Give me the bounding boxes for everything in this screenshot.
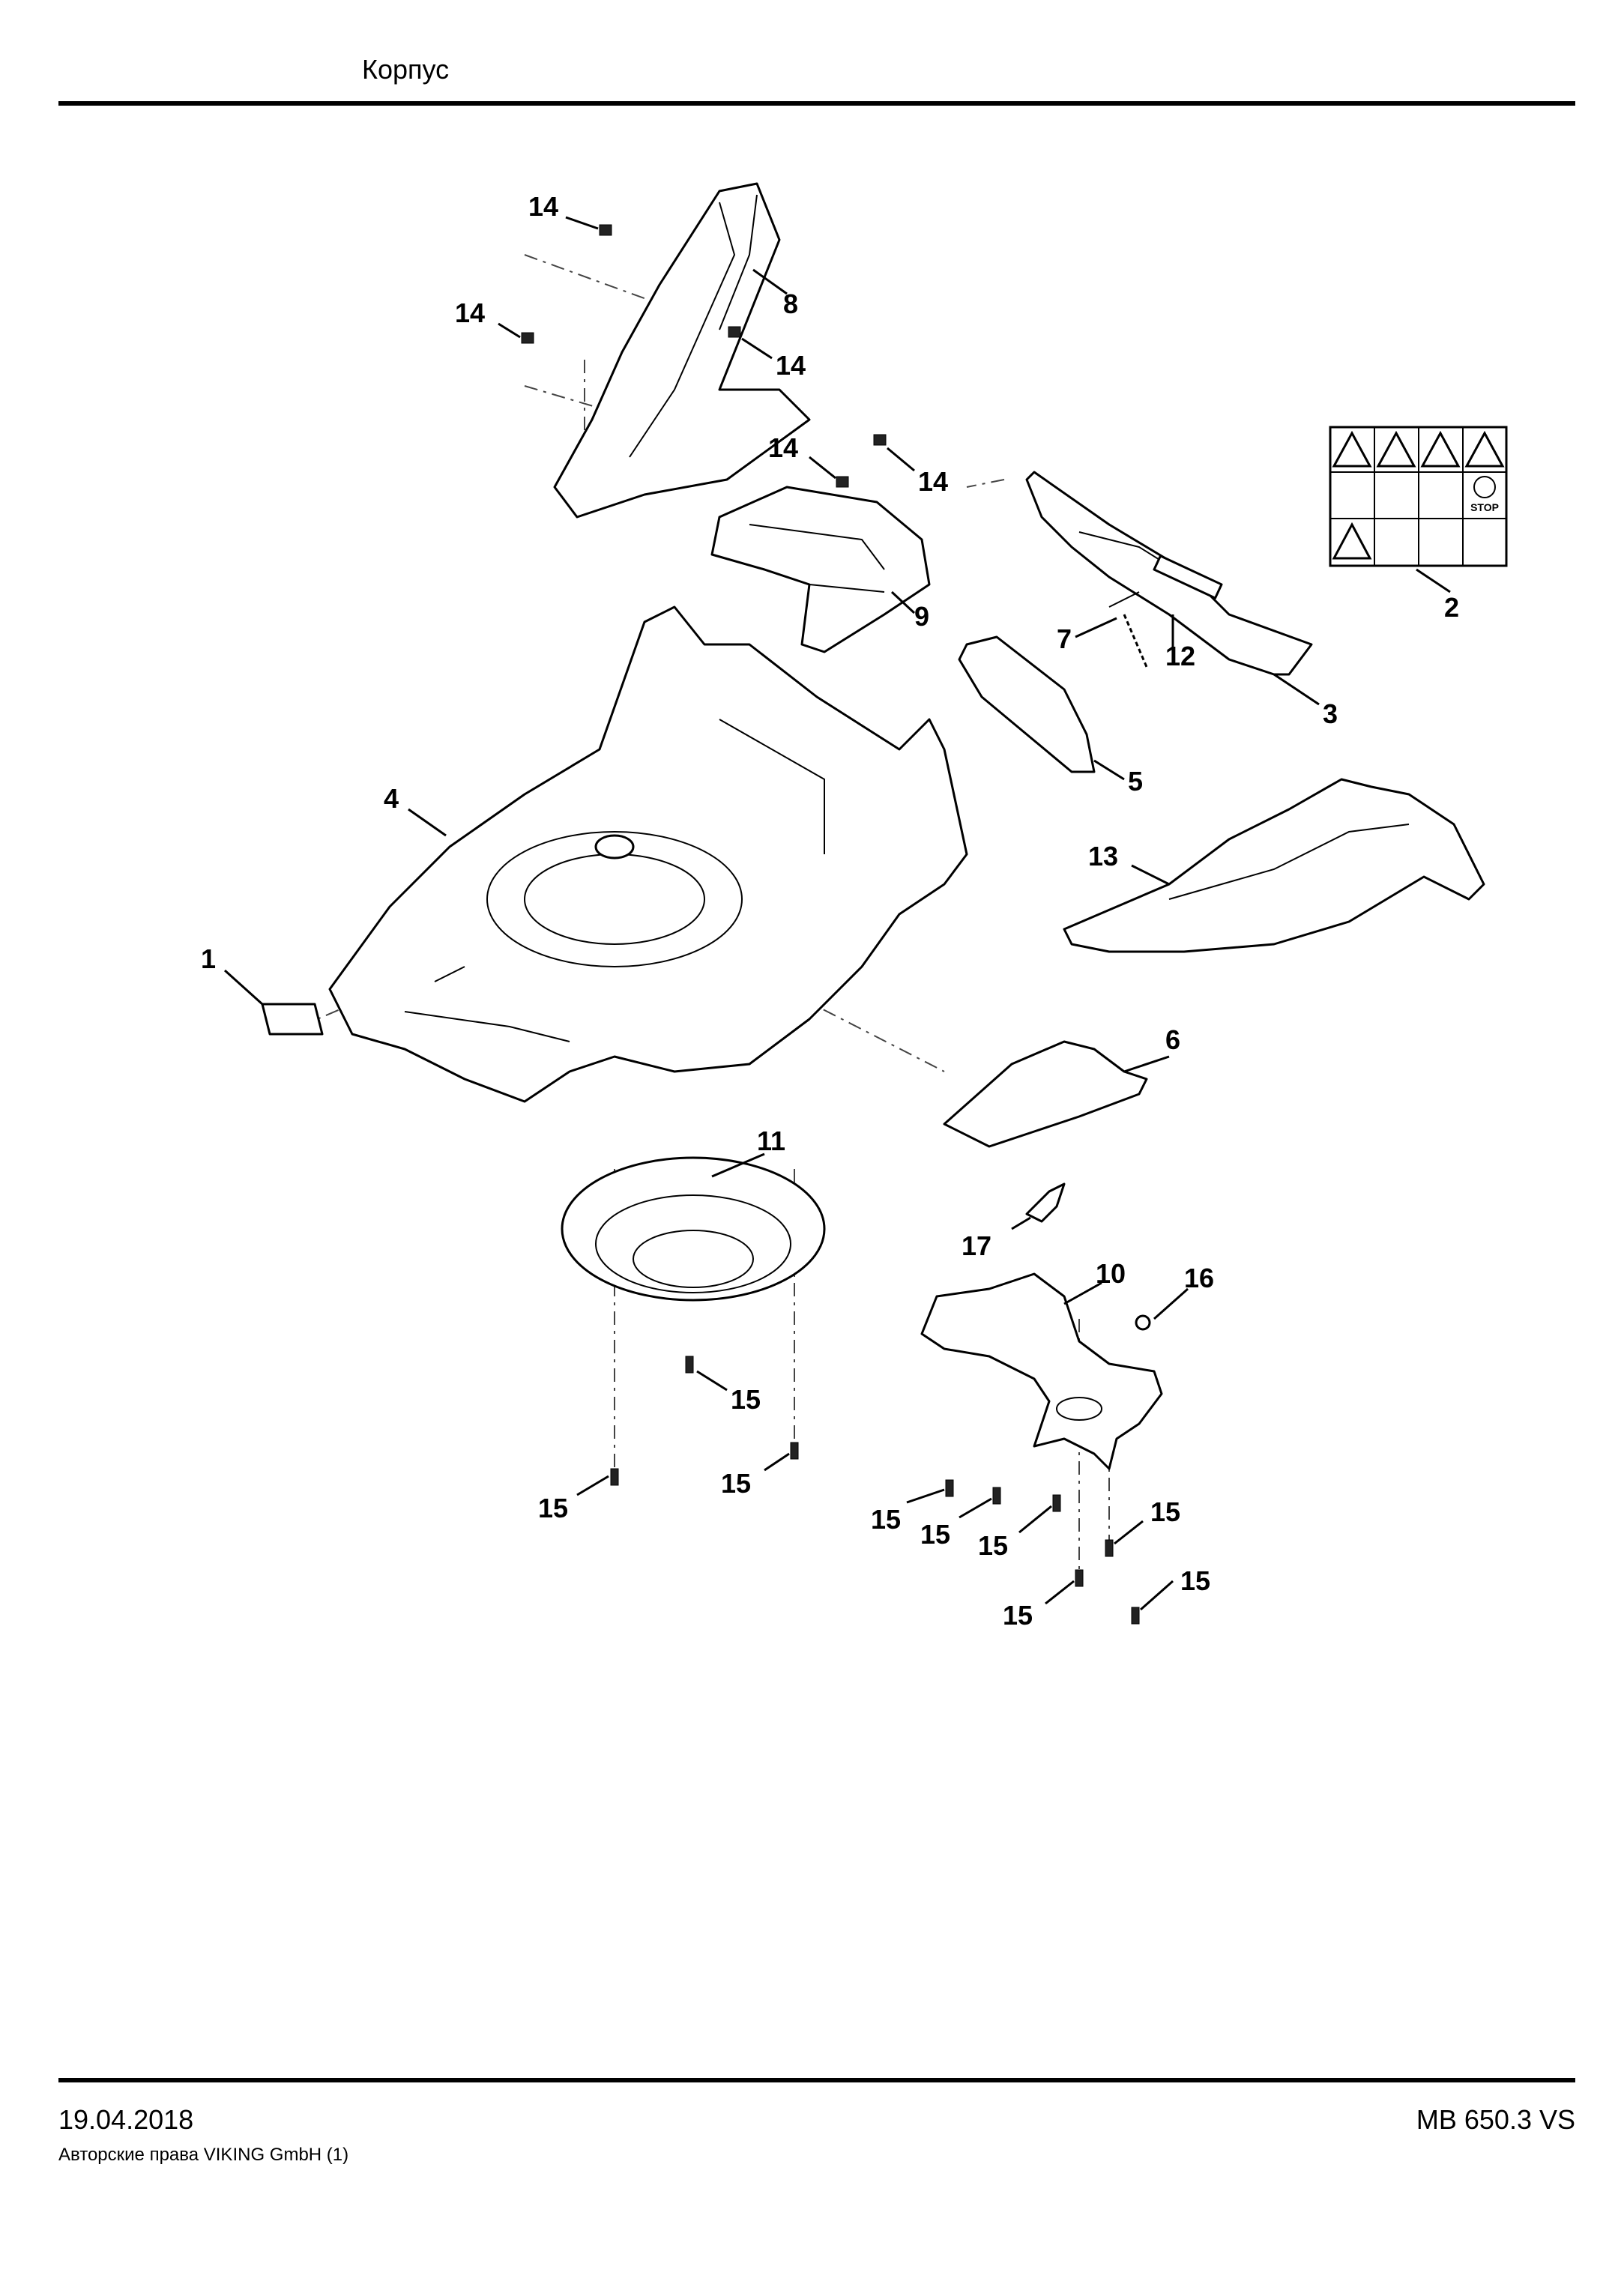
callout-15: 15 [731, 1384, 761, 1415]
callout-15: 15 [538, 1493, 568, 1523]
callout-15: 15 [1003, 1600, 1033, 1631]
callout-14: 14 [528, 191, 558, 222]
screw-icon [1131, 1607, 1140, 1625]
callout-4: 4 [384, 783, 399, 814]
part-9-rear-cover [710, 486, 931, 653]
callout-14: 14 [455, 297, 485, 328]
callout-10: 10 [1096, 1258, 1126, 1289]
callout-15: 15 [721, 1468, 751, 1499]
callout-14: 14 [768, 432, 798, 463]
part-12-pin [1153, 555, 1223, 599]
callout-5: 5 [1128, 766, 1143, 797]
screw-icon [521, 332, 534, 344]
callout-1: 1 [201, 943, 216, 974]
callout-2: 2 [1444, 592, 1459, 623]
callout-15: 15 [1180, 1565, 1210, 1596]
part-1-label [261, 1003, 324, 1036]
footer-rule [58, 2078, 1575, 2082]
part-4-mower-housing [328, 605, 968, 1103]
warning-triangle-icon [1332, 430, 1372, 468]
warning-triangle-icon [1420, 430, 1461, 468]
screw-icon [945, 1479, 954, 1497]
footer-model: MB 650.3 VS [1416, 2104, 1575, 2135]
stop-icon [1473, 476, 1496, 498]
screw-icon [992, 1487, 1001, 1505]
warning-triangle-icon [1464, 430, 1505, 468]
screw-icon [1105, 1539, 1114, 1557]
callout-17: 17 [962, 1230, 991, 1261]
callout-12: 12 [1165, 641, 1195, 671]
part-8-handle-bracket [553, 182, 811, 519]
header-rule [58, 101, 1575, 106]
callout-15: 15 [920, 1519, 950, 1550]
screw-icon [685, 1356, 694, 1374]
screw-icon [873, 434, 887, 446]
part-2-warning-label: STOP [1329, 426, 1508, 567]
callout-14: 14 [776, 350, 806, 381]
warning-triangle-icon [1376, 430, 1416, 468]
screw-icon [1075, 1569, 1084, 1587]
callout-6: 6 [1165, 1024, 1180, 1055]
screw-icon [836, 476, 849, 488]
callout-15: 15 [978, 1530, 1008, 1561]
footer-date: 19.04.2018 [58, 2104, 194, 2135]
part-17-clip [1025, 1182, 1066, 1223]
callout-16: 16 [1184, 1263, 1214, 1293]
screw-icon [728, 326, 741, 338]
callout-3: 3 [1323, 698, 1338, 729]
footer-copyright: Авторские права VIKING GmbH (1) [58, 2145, 349, 2165]
part-16-ring [1135, 1314, 1151, 1331]
callout-7: 7 [1057, 623, 1072, 654]
screw-icon [599, 224, 612, 236]
callout-13: 13 [1088, 841, 1118, 871]
callout-15: 15 [1150, 1496, 1180, 1527]
part-10-lower-cover [920, 1272, 1163, 1470]
part-11-blade-bowl [561, 1156, 826, 1302]
part-6-cover-plate [943, 1040, 1148, 1148]
part-13-discharge-chute [1063, 778, 1485, 953]
screw-icon [1052, 1494, 1061, 1512]
warning-triangle-icon [1332, 522, 1372, 560]
screw-icon [790, 1442, 799, 1460]
leader-lines [223, 216, 1451, 1611]
stop-text: STOP [1470, 501, 1499, 513]
part-5-side-plate [958, 635, 1096, 773]
callout-11: 11 [757, 1126, 785, 1156]
screw-icon [610, 1468, 619, 1486]
callout-8: 8 [783, 288, 798, 319]
screws [521, 224, 1140, 1625]
callouts: 14 8 14 14 14 14 2 9 7 12 3 5 4 13 1 6 1… [201, 191, 1459, 1631]
callout-14: 14 [918, 466, 948, 497]
part-7-spring [1108, 591, 1148, 668]
callout-15: 15 [871, 1504, 901, 1535]
page-title: Корпус [362, 54, 450, 85]
callout-9: 9 [914, 601, 929, 632]
